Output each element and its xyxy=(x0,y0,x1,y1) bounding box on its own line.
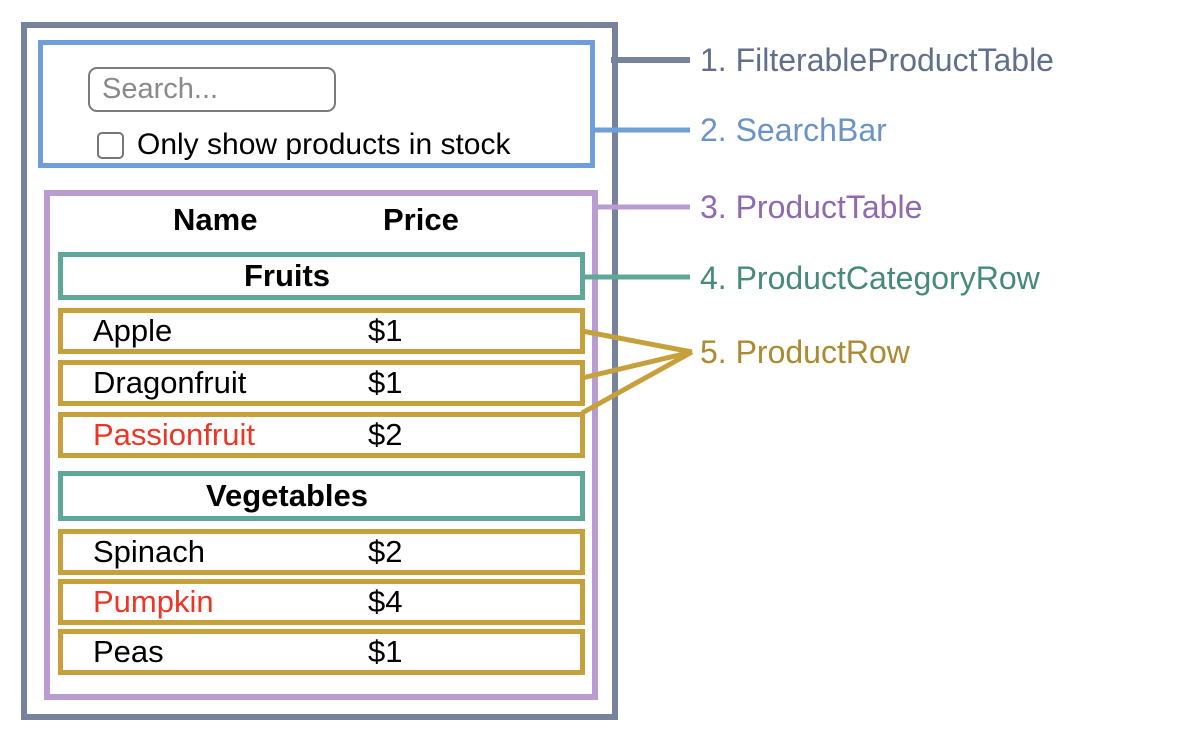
product-name-out-of-stock: Pumpkin xyxy=(93,584,214,619)
product-row: Pumpkin $4 xyxy=(58,579,585,625)
product-price: $2 xyxy=(368,534,403,569)
product-price: $2 xyxy=(368,417,403,452)
in-stock-checkbox-label: Only show products in stock xyxy=(137,128,511,161)
product-name: Peas xyxy=(93,634,164,669)
product-row: Peas $1 xyxy=(58,629,585,675)
product-name: Dragonfruit xyxy=(93,365,247,400)
category-label: Vegetables xyxy=(206,478,368,513)
column-header-name: Name xyxy=(173,202,258,237)
legend-search-bar: 2. SearchBar xyxy=(700,112,887,148)
legend-product-table: 3. ProductTable xyxy=(700,189,923,225)
category-label: Fruits xyxy=(243,258,331,293)
legend-product-category-row: 4. ProductCategoryRow xyxy=(700,260,1040,296)
product-row: Apple $1 xyxy=(58,308,585,354)
product-row: Spinach $2 xyxy=(58,529,585,575)
legend-product-row: 5. ProductRow xyxy=(700,334,910,370)
product-name: Spinach xyxy=(93,534,206,569)
product-row: Dragonfruit $1 xyxy=(58,360,585,406)
product-price: $1 xyxy=(368,634,403,669)
product-price: $1 xyxy=(368,313,403,348)
product-price: $1 xyxy=(368,365,403,400)
product-row: Passionfruit $2 xyxy=(58,412,585,458)
product-table-box: Name Price Fruits Apple $1 Dragonfruit $… xyxy=(44,190,598,700)
search-input[interactable] xyxy=(88,67,336,112)
product-category-row: Fruits xyxy=(58,252,585,300)
in-stock-filter-row: Only show products in stock xyxy=(97,128,511,161)
legend-filterable-product-table: 1. FilterableProductTable xyxy=(700,42,1054,78)
product-name: Apple xyxy=(93,313,173,348)
in-stock-checkbox[interactable] xyxy=(97,131,124,159)
search-bar-box: Only show products in stock xyxy=(38,40,595,168)
product-price: $4 xyxy=(368,584,403,619)
product-category-row: Vegetables xyxy=(58,471,585,521)
column-header-price: Price xyxy=(383,202,459,237)
product-name-out-of-stock: Passionfruit xyxy=(93,417,255,452)
